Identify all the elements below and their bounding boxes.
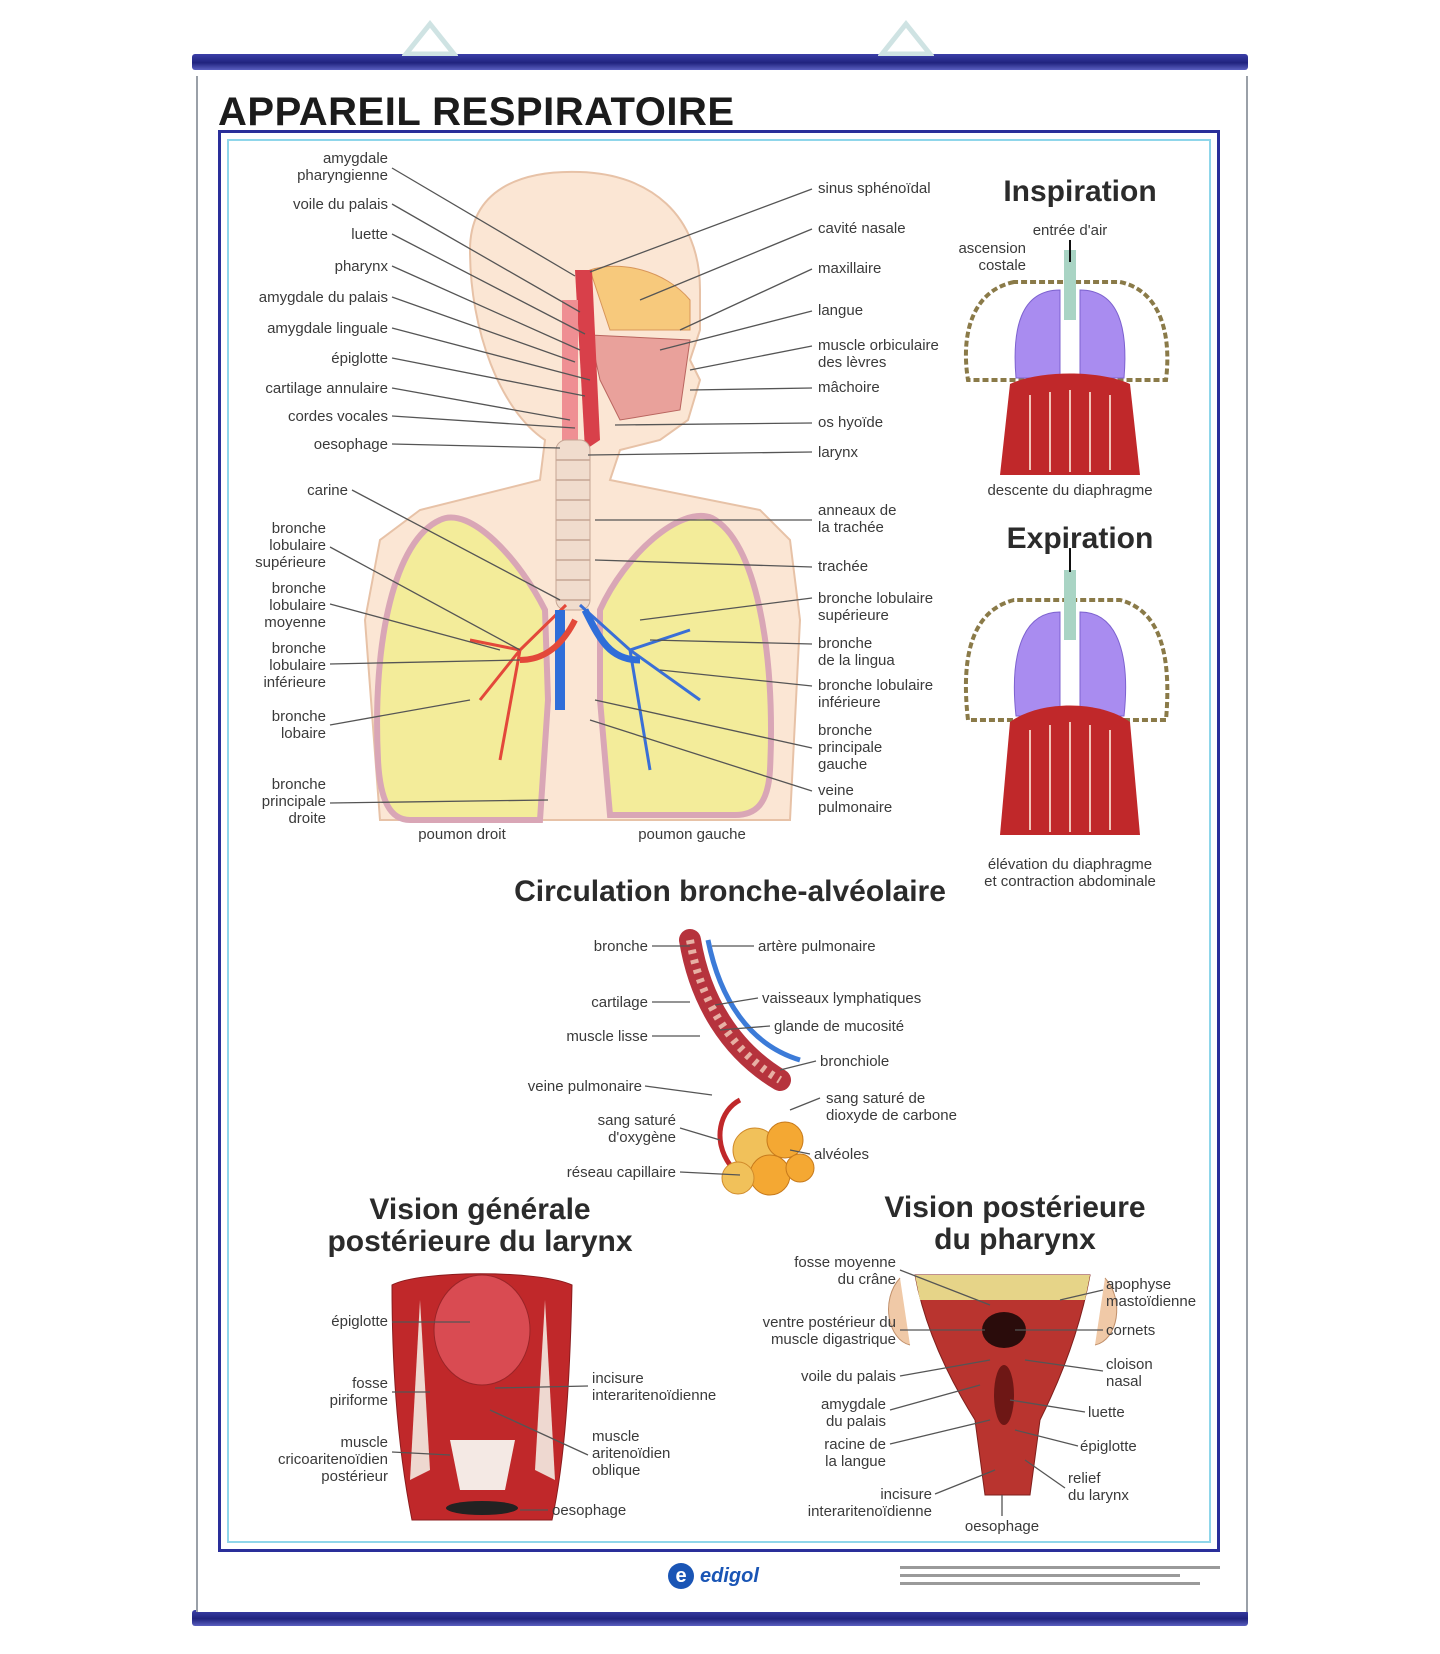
label-luette: luette — [351, 226, 388, 243]
label-oesophage: oesophage — [313, 436, 388, 453]
label-circ-veine-pulmonaire: veine pulmonaire — [527, 1078, 642, 1095]
publisher-logo: e edigol — [668, 1562, 759, 1590]
pharynx-leader-lines — [889, 1269, 1104, 1516]
content-frame-inner — [227, 139, 1211, 1543]
label-circ-artere-pulmonaire: artère pulmonaire — [758, 938, 876, 955]
label-pharynx-ventre-digastrique: ventre postérieur du muscle digastrique — [762, 1314, 896, 1348]
publisher-logo-icon: e — [668, 1563, 694, 1589]
hanger-hook-right — [878, 20, 934, 56]
label-trachee: trachée — [818, 558, 869, 575]
circulation-leader-lines — [644, 945, 821, 1176]
pharynx-illustration — [888, 1274, 1118, 1496]
inspiration-diagram — [963, 240, 1170, 475]
label-amygdale-linguale: amygdale linguale — [267, 320, 388, 337]
trachea-illustration — [555, 439, 591, 611]
pharynx-title: Vision postérieure du pharynx — [884, 1191, 1146, 1256]
label-cavite-nasale: cavité nasale — [818, 220, 906, 237]
label-os-hyoide: os hyoïde — [818, 414, 884, 431]
hanger-hook-left — [402, 20, 458, 56]
label-pharynx-apophyse: apophyse mastoïdienne — [1106, 1276, 1197, 1310]
label-larynx-oesophage: oesophage — [552, 1502, 627, 1519]
label-pharynx: pharynx — [334, 258, 388, 275]
label-carine: carine — [307, 482, 348, 499]
label-pharynx-cloison-nasal: cloison nasal — [1106, 1356, 1153, 1390]
label-circ-sang-co2: sang saturé de dioxyde de carbone — [826, 1090, 957, 1124]
label-bronche-lobulaire-inferieure-gauche: bronche lobulaire inférieure — [818, 677, 934, 711]
label-elevation-diaphragme: élévation du diaphragme et contraction a… — [984, 856, 1156, 890]
copyright-fine-print — [900, 1566, 1220, 1585]
expiration-title: Expiration — [1006, 522, 1154, 555]
label-langue: langue — [818, 302, 864, 319]
label-bronche-lobulaire-inferieure: bronche lobulaire inférieure — [263, 640, 326, 691]
label-cordes-vocales: cordes vocales — [287, 408, 388, 425]
label-epiglotte: épiglotte — [331, 350, 388, 367]
label-pharynx-fosse-moyenne: fosse moyenne du crâne — [794, 1254, 896, 1288]
content-frame — [218, 130, 1220, 1552]
label-circ-muscle-lisse: muscle lisse — [566, 1028, 648, 1045]
label-entree-air: entrée d'air — [1032, 222, 1108, 239]
label-pharynx-relief-larynx: relief du larynx — [1068, 1470, 1129, 1504]
circulation-title: Circulation bronche-alvéolaire — [514, 875, 946, 908]
label-pharynx-luette: luette — [1088, 1404, 1125, 1421]
label-cartilage-annulaire: cartilage annulaire — [265, 380, 388, 397]
label-muscle-orbiculaire: muscle orbiculaire des lèvres — [818, 337, 939, 371]
lungs-illustration — [374, 513, 775, 823]
label-bronche-lobulaire-moyenne: bronche lobulaire moyenne — [264, 580, 326, 631]
label-sinus-sphenoidal: sinus sphénoïdal — [818, 180, 931, 197]
label-pharynx-oesophage: oesophage — [964, 1518, 1040, 1535]
larynx-leader-lines — [391, 1321, 589, 1511]
label-larynx-epiglotte: épiglotte — [331, 1313, 388, 1330]
label-circ-bronche: bronche — [593, 938, 648, 955]
label-circ-alveoles: alvéoles — [814, 1146, 870, 1163]
poster-title: APPAREIL RESPIRATOIRE — [218, 90, 735, 134]
label-pharynx-amygdale-palais: amygdale du palais — [820, 1396, 886, 1430]
label-bronche-lobaire: bronche lobaire — [271, 708, 326, 742]
label-circ-cartilage: cartilage — [591, 994, 648, 1011]
label-pharynx-cornets: cornets — [1106, 1322, 1156, 1339]
top-hanging-rail — [192, 54, 1248, 70]
label-bronche-lobulaire-superieure: bronche lobulaire supérieure — [255, 520, 326, 571]
label-pharynx-racine-langue: racine de la langue — [824, 1436, 886, 1470]
main-leader-lines — [329, 167, 813, 804]
label-bronche-lingua: bronche de la lingua — [818, 635, 895, 669]
label-larynx-muscle-aritenoidien: muscle aritenoïdien oblique — [592, 1428, 671, 1479]
expiration-diagram — [963, 548, 1170, 835]
label-pharynx-epiglotte: épiglotte — [1080, 1438, 1137, 1455]
label-bronche-principale-gauche: bronche principale gauche — [818, 722, 883, 773]
label-larynx-fosse-piriforme: fosse piriforme — [329, 1375, 388, 1409]
label-circ-vaisseaux-lymphatiques: vaisseaux lymphatiques — [762, 990, 922, 1007]
publisher-name: edigol — [700, 1564, 759, 1587]
label-pharynx-voile-palais: voile du palais — [800, 1368, 896, 1385]
label-circ-reseau-capillaire: réseau capillaire — [566, 1164, 676, 1181]
label-larynx-incisure: incisure interaritenoïdienne — [592, 1370, 717, 1404]
bronchial-tree-illustration — [679, 929, 815, 1196]
label-circ-sang-oxygene: sang saturé d'oxygène — [597, 1112, 676, 1146]
label-ascension-costale: ascension costale — [958, 240, 1026, 274]
label-pharynx-incisure: incisure interaritenoïdienne — [807, 1486, 932, 1520]
label-larynx-muscle-cricoaritenoidien: muscle cricoaritenoïdien postérieur — [277, 1434, 388, 1485]
label-amygdale-palais: amygdale du palais — [258, 289, 388, 306]
label-machoire: mâchoire — [818, 379, 880, 396]
label-larynx: larynx — [818, 444, 859, 461]
larynx-illustration — [391, 1273, 573, 1521]
label-voile-palais: voile du palais — [292, 196, 388, 213]
label-veine-pulmonaire: veine pulmonaire — [818, 782, 893, 816]
label-circ-bronchiole: bronchiole — [820, 1053, 890, 1070]
label-bronche-principale-droite: bronche principale droite — [261, 776, 326, 827]
label-maxillaire: maxillaire — [818, 260, 882, 277]
label-bronche-lobulaire-superieure-gauche: bronche lobulaire supérieure — [818, 590, 934, 624]
label-descente-diaphragme: descente du diaphragme — [987, 482, 1153, 499]
label-amygdale-pharyngienne: amygdale pharyngienne — [297, 150, 388, 184]
label-circ-glande-mucosite: glande de mucosité — [774, 1018, 905, 1035]
label-poumon-droit: poumon droit — [418, 826, 506, 843]
label-anneaux-trachee: anneaux de la trachée — [818, 502, 897, 536]
bottom-hanging-rail — [192, 1610, 1248, 1626]
larynx-title: Vision générale postérieure du larynx — [327, 1193, 633, 1258]
inspiration-title: Inspiration — [1003, 175, 1157, 208]
poster-sheet — [196, 76, 1248, 1612]
head-airway — [562, 265, 691, 450]
label-poumon-gauche: poumon gauche — [638, 826, 746, 843]
